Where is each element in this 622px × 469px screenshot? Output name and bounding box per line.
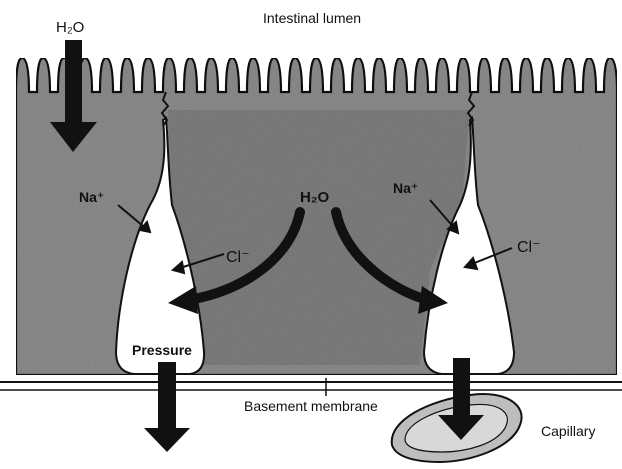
water-top-label: H₂O xyxy=(56,19,84,36)
chloride-left-label: Cl⁻ xyxy=(226,249,250,266)
sodium-left-label: Na⁺ xyxy=(79,189,104,205)
capillary-label: Capillary xyxy=(541,423,595,439)
water-center-label: H₂O xyxy=(300,189,329,206)
pressure-label: Pressure xyxy=(132,342,192,358)
sodium-right-label: Na⁺ xyxy=(393,180,418,196)
basement-membrane-label: Basement membrane xyxy=(244,398,378,414)
chloride-right-label: Cl⁻ xyxy=(517,239,541,256)
epithelial-cells xyxy=(16,58,617,375)
lumen-label: Intestinal lumen xyxy=(263,10,361,26)
